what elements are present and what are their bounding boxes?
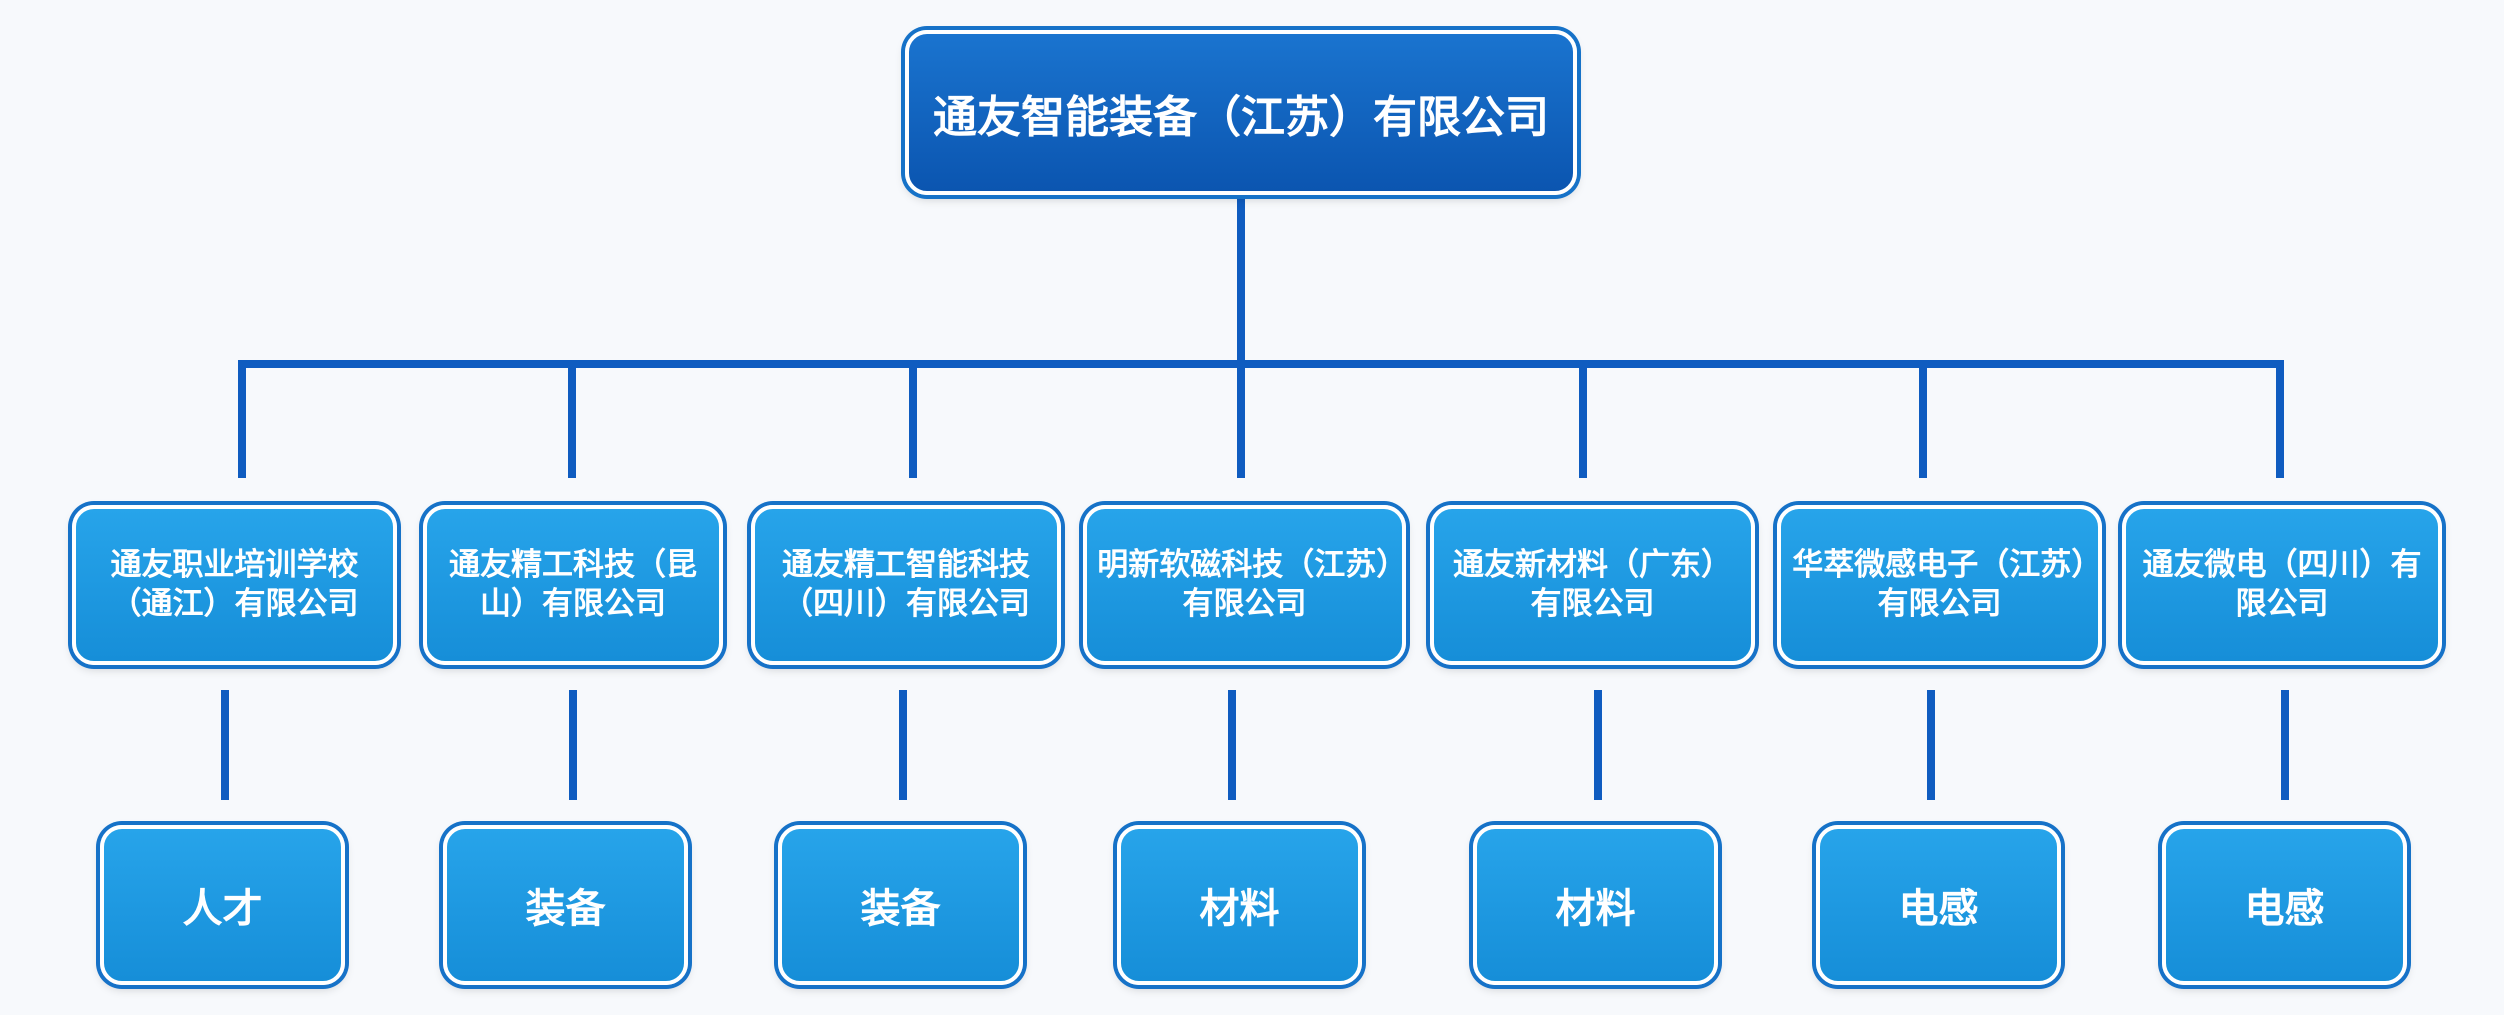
sector-node-3: 装备 <box>778 825 1023 985</box>
company-node-5: 通友新材料（广东）有限公司 <box>1430 505 1755 665</box>
sector-label: 电感 <box>1898 886 1979 932</box>
sector-label: 材料 <box>1199 886 1280 932</box>
company-label: 明新软磁科技（江苏）有限公司 <box>1097 547 1392 622</box>
root-company-node: 通友智能装备（江苏）有限公司 <box>905 30 1577 195</box>
sector-label: 装备 <box>525 886 606 932</box>
sector-node-2: 装备 <box>443 825 688 985</box>
company-node-1: 通友职业培训学校（通江）有限公司 <box>72 505 397 665</box>
company-node-3: 通友精工智能科技（四川）有限公司 <box>751 505 1061 665</box>
sector-node-6: 电感 <box>1816 825 2061 985</box>
company-node-6: 华萃微感电子（江苏）有限公司 <box>1777 505 2102 665</box>
sector-node-4: 材料 <box>1117 825 1362 985</box>
company-label: 通友职业培训学校（通江）有限公司 <box>110 547 359 622</box>
company-label: 通友微电（四川）有限公司 <box>2142 547 2422 622</box>
sector-node-1: 人才 <box>100 825 345 985</box>
company-node-2: 通友精工科技（昆山）有限公司 <box>423 505 723 665</box>
sector-label: 电感 <box>2244 886 2325 932</box>
company-label: 通友精工智能科技（四川）有限公司 <box>782 547 1030 622</box>
sector-label: 材料 <box>1555 886 1636 932</box>
company-label: 通友精工科技（昆山）有限公司 <box>449 547 697 622</box>
sector-label: 装备 <box>860 886 941 932</box>
root-company-label: 通友智能装备（江苏）有限公司 <box>933 91 1549 143</box>
sector-node-7: 电感 <box>2162 825 2407 985</box>
sector-label: 人才 <box>182 886 263 932</box>
sector-node-5: 材料 <box>1473 825 1718 985</box>
company-label: 通友新材料（广东）有限公司 <box>1453 547 1732 622</box>
company-node-7: 通友微电（四川）有限公司 <box>2122 505 2442 665</box>
company-node-4: 明新软磁科技（江苏）有限公司 <box>1083 505 1406 665</box>
company-label: 华萃微感电子（江苏）有限公司 <box>1792 547 2087 622</box>
